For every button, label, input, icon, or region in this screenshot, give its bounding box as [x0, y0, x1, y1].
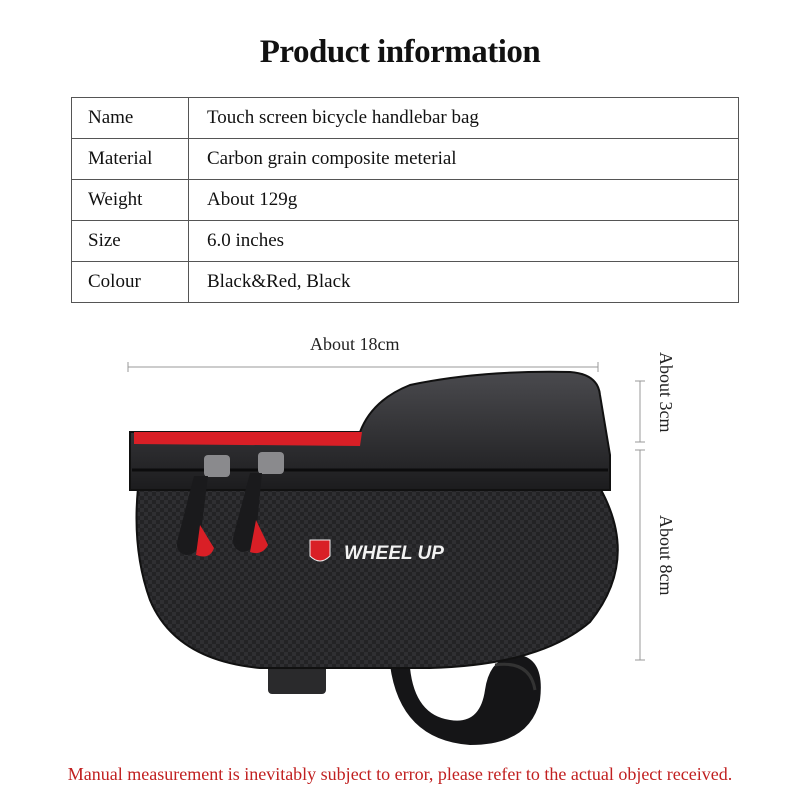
spec-row-weight: Weight About 129g [71, 179, 739, 221]
width-dimension-label: About 18cm [310, 334, 400, 354]
spec-key: Weight [71, 179, 189, 221]
width-dimension-line [127, 362, 599, 372]
spec-value: Black&Red, Black [188, 261, 739, 303]
spec-table: Name Touch screen bicycle handlebar bag … [71, 97, 739, 303]
red-zipper-trim [134, 432, 362, 446]
height-dimension-line [635, 380, 645, 661]
spec-key: Material [71, 138, 189, 180]
spec-value: About 129g [188, 179, 739, 221]
page-title: Product information [259, 34, 541, 70]
bag-height-dimension-label: About 8cm [656, 515, 676, 596]
spec-row-name: Name Touch screen bicycle handlebar bag [71, 97, 739, 139]
zipper-pull-left [177, 455, 230, 557]
brand-logo: WHEEL UP [309, 539, 444, 564]
brand-logo-text: WHEEL UP [344, 543, 444, 564]
spec-key: Colour [71, 261, 189, 303]
spec-row-size: Size 6.0 inches [71, 220, 739, 262]
spec-key: Size [71, 220, 189, 262]
spec-key: Name [71, 97, 189, 139]
phone-holder-shell [129, 370, 611, 491]
zipper-pull-right [233, 452, 284, 554]
measurement-disclaimer: Manual measurement is inevitably subject… [67, 764, 733, 784]
bag-body [135, 487, 619, 669]
top-height-dimension-label: About 3cm [656, 352, 676, 433]
spec-row-colour: Colour Black&Red, Black [71, 261, 739, 303]
spec-value: Touch screen bicycle handlebar bag [188, 97, 739, 139]
